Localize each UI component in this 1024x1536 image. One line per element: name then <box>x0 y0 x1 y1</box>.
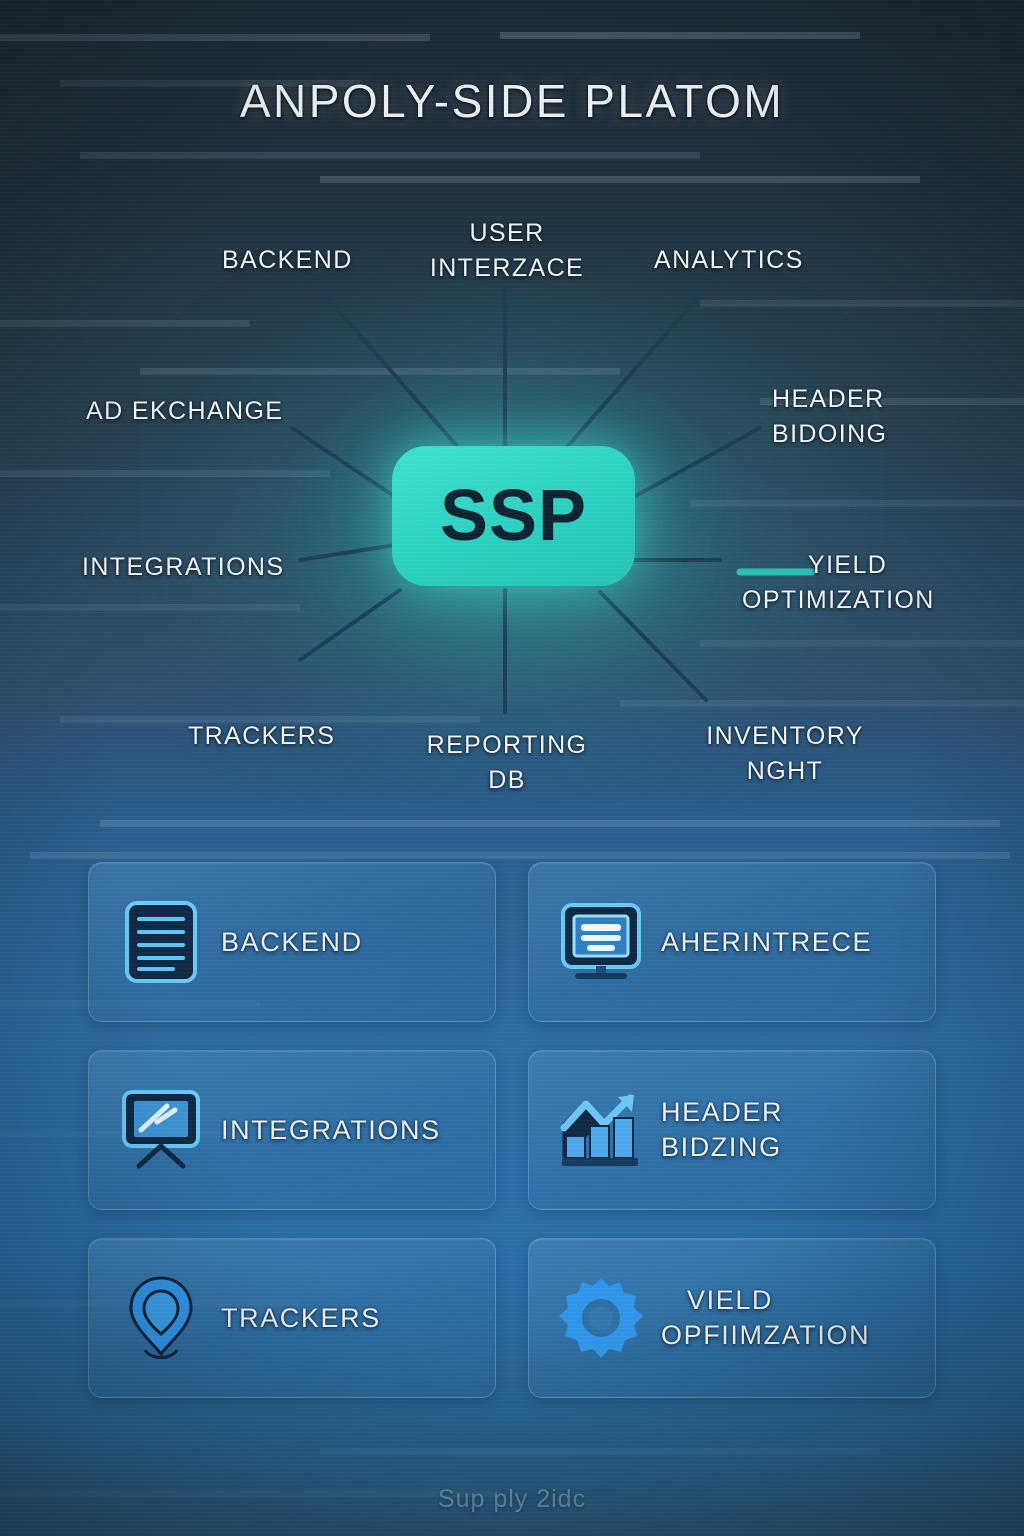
node-analytics-line-1: ANALYTICS <box>654 246 804 274</box>
node-user-interface[interactable]: USER INTERZACE <box>412 216 602 285</box>
node-ad-exchange-line-1: AD EKCHANGE <box>86 397 284 425</box>
node-header-bidding-line-1: HEADER <box>772 385 885 413</box>
node-backend-line-1: BACKEND <box>222 246 353 274</box>
hub-label: SSP <box>439 476 588 556</box>
footer-caption: Sup ply 2idc <box>437 1485 587 1513</box>
node-reporting-db[interactable]: REPORTING DB <box>412 728 602 797</box>
presentation-screen-icon <box>115 1084 207 1176</box>
bar-chart-arrow-icon <box>555 1084 647 1176</box>
node-ad-exchange[interactable]: AD EKCHANGE <box>86 394 283 429</box>
node-analytics[interactable]: ANALYTICS <box>654 243 804 278</box>
card-integrations[interactable]: INTEGRATIONS <box>88 1050 496 1210</box>
node-trackers[interactable]: TRACKERS <box>188 719 335 754</box>
node-reporting-db-line-1: REPORTING <box>426 731 588 759</box>
page-title: ANPOLY-SIDE PLATOM <box>239 75 785 127</box>
node-backend[interactable]: BACKEND <box>222 243 353 278</box>
card-integrations-label: INTEGRATIONS <box>221 1113 477 1148</box>
card-yield-optimization-label: VIELD OPFIIMZATION <box>661 1283 917 1352</box>
card-header-bidding[interactable]: HEADER BIDZING <box>528 1050 936 1210</box>
card-backend[interactable]: BACKEND <box>88 862 496 1022</box>
node-inventory-mgmt-line-1: INVENTORY <box>706 722 864 750</box>
monitor-icon <box>555 896 647 988</box>
node-inventory-mgmt[interactable]: INVENTORY NGHT <box>690 719 880 788</box>
card-yield-optimization-line-1: VIELD <box>687 1285 774 1316</box>
card-header-bidding-line-2: BIDZING <box>661 1132 782 1162</box>
card-header-bidding-line-1: HEADER <box>661 1097 784 1128</box>
node-header-bidding[interactable]: HEADER BIDOING <box>772 382 887 451</box>
card-integrations-line-1: INTEGRATIONS <box>221 1114 441 1145</box>
card-header-bidding-label: HEADER BIDZING <box>661 1095 917 1164</box>
node-integrations-line-1: INTEGRATIONS <box>82 553 285 581</box>
hub-node-ssp[interactable]: SSP <box>392 446 635 586</box>
node-yield-optimization[interactable]: YIELD OPTIMIZATION <box>742 548 972 617</box>
card-interface[interactable]: AHERINTRECE <box>528 862 936 1022</box>
card-interface-line-1: AHERINTRECE <box>661 926 873 957</box>
spoke-lines <box>290 286 816 714</box>
card-trackers[interactable]: TRACKERS <box>88 1238 496 1398</box>
card-trackers-label: TRACKERS <box>221 1301 477 1336</box>
map-pin-icon <box>115 1272 207 1364</box>
node-header-bidding-line-2: BIDOING <box>772 419 888 448</box>
node-user-interface-line-2: INTERZACE <box>429 253 585 282</box>
node-trackers-line-1: TRACKERS <box>188 722 336 750</box>
card-yield-optimization[interactable]: VIELD OPFIIMZATION <box>528 1238 936 1398</box>
card-backend-line-1: BACKEND <box>221 926 363 957</box>
card-interface-label: AHERINTRECE <box>661 925 917 960</box>
node-integrations[interactable]: INTEGRATIONS <box>82 550 284 585</box>
node-yield-optimization-line-2: OPTIMIZATION <box>742 585 935 614</box>
node-reporting-db-line-2: DB <box>488 765 526 794</box>
document-lines-icon <box>115 896 207 988</box>
node-inventory-mgmt-line-2: NGHT <box>746 756 824 785</box>
feature-card-grid: BACKEND AHERINTRECE <box>88 862 936 1398</box>
card-backend-label: BACKEND <box>221 925 477 960</box>
node-user-interface-line-1: USER <box>469 219 545 247</box>
node-yield-optimization-line-1: YIELD <box>808 551 888 579</box>
card-yield-optimization-line-2: OPFIIMZATION <box>661 1320 871 1350</box>
card-trackers-line-1: TRACKERS <box>221 1302 381 1333</box>
gear-icon <box>555 1272 647 1364</box>
